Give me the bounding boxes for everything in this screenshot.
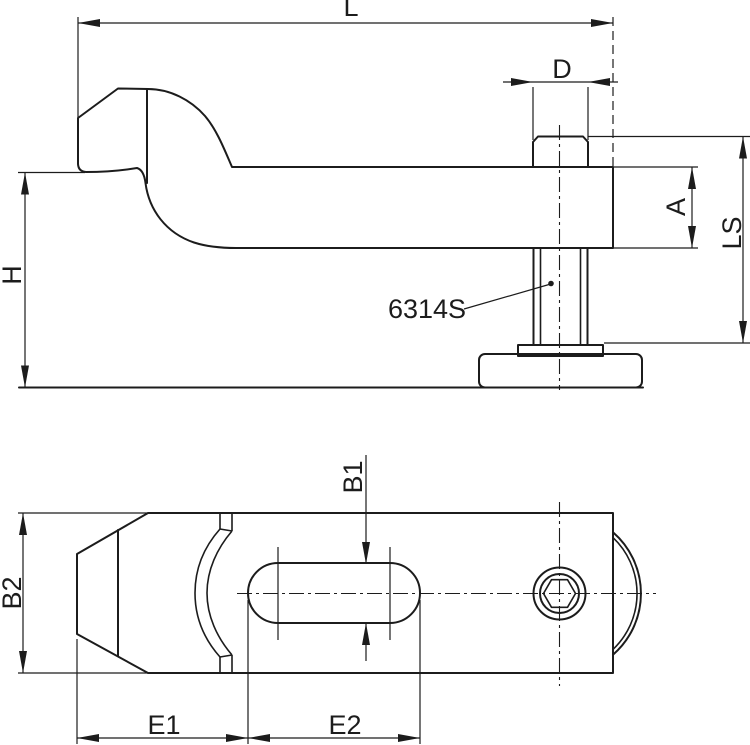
arrowhead <box>688 226 696 248</box>
side-view-dimensions: L D H A LS 6314S <box>0 0 750 388</box>
foot-outer-arc <box>612 531 642 656</box>
foot-inner-arc <box>612 537 638 650</box>
screw-head <box>532 135 589 168</box>
arrowhead <box>19 651 27 673</box>
dim-label-L: L <box>343 0 358 22</box>
hex-socket <box>542 578 577 609</box>
dim-label-E1: E1 <box>147 710 180 740</box>
arrowhead <box>739 136 747 159</box>
recess-cap-top <box>219 528 233 532</box>
recess-inner-arc <box>206 530 233 656</box>
arrowhead <box>21 172 29 195</box>
arrowhead <box>398 734 420 742</box>
recess-cap-bottom <box>219 654 233 658</box>
arrowhead <box>21 365 29 388</box>
arrowhead <box>739 321 747 343</box>
dim-label-B2: B2 <box>0 576 27 609</box>
arrowhead <box>362 623 370 645</box>
arrowhead <box>591 19 613 27</box>
arrowhead <box>78 19 100 27</box>
dim-label-A: A <box>661 198 691 216</box>
knurled-foot <box>478 353 643 389</box>
arrowhead <box>19 513 27 535</box>
leader-dot <box>548 280 554 287</box>
arrowhead <box>362 542 370 564</box>
clamp-body-outline <box>77 87 614 249</box>
arrowhead <box>688 167 696 189</box>
arrowhead <box>226 734 248 742</box>
arrowhead <box>77 734 99 742</box>
arrowhead <box>511 78 533 86</box>
part-number-label: 6314S <box>388 294 466 324</box>
arrowhead <box>588 78 610 86</box>
dim-label-D: D <box>552 54 572 84</box>
dim-label-LS: LS <box>717 216 747 249</box>
leader-line <box>463 283 550 310</box>
washer-collar <box>517 344 604 357</box>
recess-outer-arc <box>194 528 221 658</box>
arrowhead <box>248 734 270 742</box>
plan-view-dimensions: B1 B2 E1 E2 <box>0 455 421 744</box>
side-view <box>18 87 644 390</box>
dim-label-B1: B1 <box>338 460 368 493</box>
dim-label-E2: E2 <box>328 710 361 740</box>
dim-label-H: H <box>0 265 27 285</box>
